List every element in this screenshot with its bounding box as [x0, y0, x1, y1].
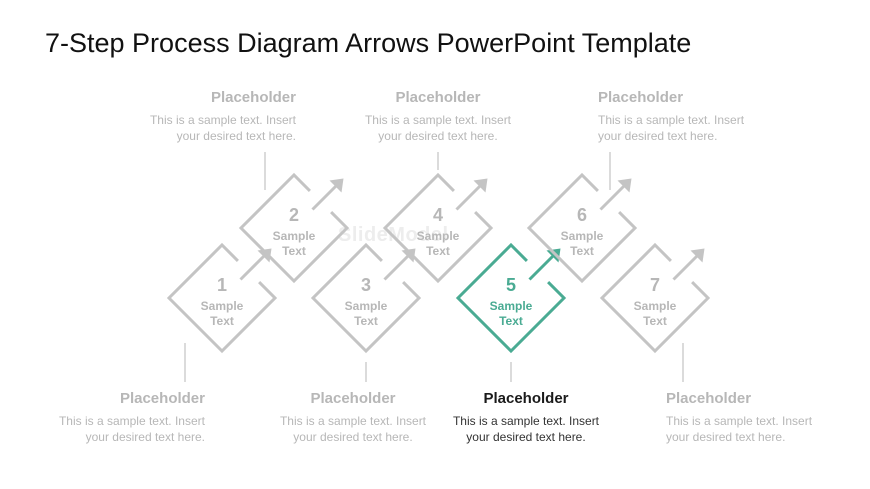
callout-step-7: Placeholder This is a sample text. Inser… [666, 390, 870, 445]
callout-body-line: This is a sample text. Insert [149, 113, 296, 127]
callout-body: This is a sample text. Insert your desir… [0, 413, 205, 445]
callout-body: This is a sample text. Insert your desir… [598, 112, 818, 144]
callout-body-line: This is a sample text. Insert [279, 414, 427, 428]
arrow-stem [383, 254, 410, 281]
callout-body: This is a sample text. Insert your desir… [666, 413, 870, 445]
callout-step-3: Placeholder This is a sample text. Inser… [243, 390, 463, 445]
callout-heading: Placeholder [210, 89, 296, 106]
step-number: 2 [289, 205, 299, 225]
step-label: Sample [273, 229, 316, 243]
step-label: Text [570, 244, 594, 258]
step-label: Text [210, 314, 234, 328]
step-label: Sample [417, 229, 460, 243]
callout-body-line: your desired text here. [598, 129, 718, 143]
arrow-head-icon [257, 248, 272, 263]
diamond-outline [526, 172, 638, 284]
callout-step-4: Placeholder This is a sample text. Inser… [328, 89, 548, 144]
step-label: Text [426, 244, 450, 258]
step-label: Sample [634, 299, 677, 313]
callout-body-line: This is a sample text. Insert [666, 414, 813, 428]
arrow-head-icon [329, 178, 344, 193]
callout-body: This is a sample text. Insert your desir… [76, 112, 296, 144]
callout-heading: Placeholder [598, 89, 684, 106]
step-number: 7 [650, 275, 660, 295]
callout-body-line: This is a sample text. Insert [364, 113, 512, 127]
diamond-outline [238, 172, 350, 284]
arrow-head-icon [401, 248, 416, 263]
callout-body-line: your desired text here. [176, 129, 296, 143]
diamond-outline [382, 172, 494, 284]
arrow-stem [528, 254, 555, 281]
step-number: 1 [217, 275, 227, 295]
callout-body-line: This is a sample text. Insert [598, 113, 745, 127]
callout-body-line: your desired text here. [378, 129, 498, 143]
diamond-outline [599, 242, 711, 354]
callout-body-line: This is a sample text. Insert [452, 414, 600, 428]
diamond-outline [455, 242, 567, 354]
callout-step-2: Placeholder This is a sample text. Inser… [76, 89, 296, 144]
callout-heading: Placeholder [666, 390, 752, 407]
arrow-stem [599, 184, 626, 211]
diamond-outline [310, 242, 422, 354]
callout-step-1: Placeholder This is a sample text. Inser… [0, 390, 205, 445]
step-label: Sample [345, 299, 388, 313]
callout-heading: Placeholder [395, 89, 481, 106]
step-number: 4 [433, 205, 443, 225]
arrow-head-icon [473, 178, 488, 193]
step-label: Sample [561, 229, 604, 243]
arrow-head-icon [690, 248, 705, 263]
arrow-stem [311, 184, 338, 211]
step-label: Text [643, 314, 667, 328]
step-number: 5 [506, 275, 516, 295]
arrow-head-icon [546, 248, 561, 263]
step-number: 3 [361, 275, 371, 295]
callout-body: This is a sample text. Insert your desir… [328, 112, 548, 144]
callout-step-5: Placeholder This is a sample text. Inser… [416, 390, 636, 445]
callout-body-line: This is a sample text. Insert [58, 414, 205, 428]
callout-heading: Placeholder [483, 390, 569, 407]
arrow-stem [239, 254, 266, 281]
callout-body-line: your desired text here. [466, 430, 586, 444]
callout-body: This is a sample text. Insert your desir… [416, 413, 636, 445]
callout-body-line: your desired text here. [85, 430, 205, 444]
callout-step-6: Placeholder This is a sample text. Inser… [598, 89, 818, 144]
step-number: 6 [577, 205, 587, 225]
arrow-stem [455, 184, 482, 211]
callout-body-line: your desired text here. [293, 430, 413, 444]
diamond-outline [166, 242, 278, 354]
callout-body-line: your desired text here. [666, 430, 786, 444]
step-label: Sample [490, 299, 533, 313]
callout-heading: Placeholder [310, 390, 396, 407]
step-label: Text [354, 314, 378, 328]
step-label: Text [282, 244, 306, 258]
arrow-head-icon [617, 178, 632, 193]
slide-title: 7-Step Process Diagram Arrows PowerPoint… [45, 28, 692, 58]
callout-body: This is a sample text. Insert your desir… [243, 413, 463, 445]
arrow-stem [672, 254, 699, 281]
step-label: Sample [201, 299, 244, 313]
step-label: Text [499, 314, 523, 328]
connector-lines [184, 152, 684, 382]
callout-heading: Placeholder [119, 390, 205, 407]
